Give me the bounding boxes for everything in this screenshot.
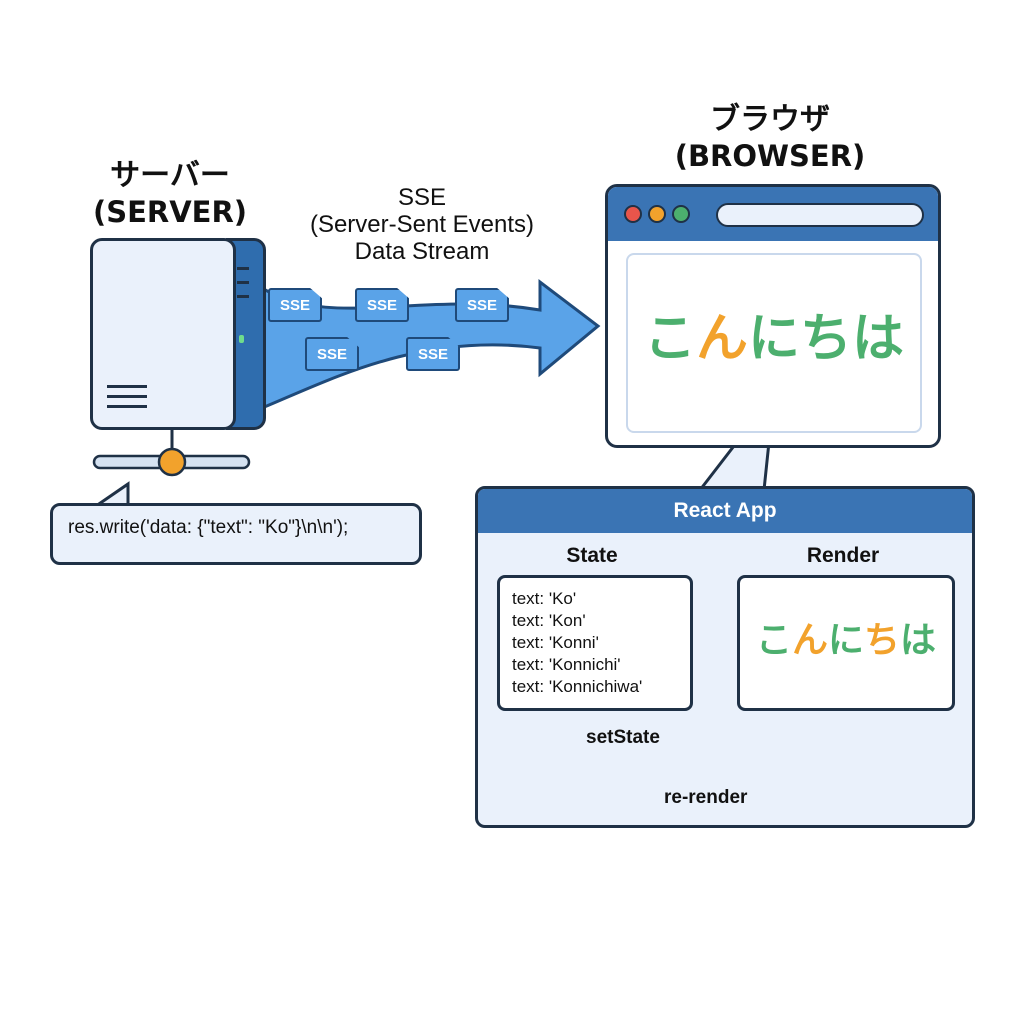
render-greeting-char: こ <box>755 620 792 661</box>
state-line: text: 'Kon' <box>512 611 586 630</box>
browser-title-jp: ブラウザ <box>710 102 830 137</box>
sse-packet: SSE <box>455 288 509 322</box>
render-greeting-char: ん <box>791 620 828 661</box>
server-led-icon <box>239 335 244 343</box>
sse-packet: SSE <box>406 337 460 371</box>
maximize-dot-icon[interactable] <box>672 205 690 223</box>
address-bar[interactable] <box>716 203 924 227</box>
rerender-label: re-render <box>664 787 748 808</box>
state-line: text: 'Konnichi' <box>512 655 621 674</box>
setstate-label: setState <box>586 727 660 748</box>
greeting-char: こ <box>643 309 696 369</box>
state-line: text: 'Konnichiwa' <box>512 677 643 696</box>
render-greeting-char: ち <box>864 620 901 661</box>
render-greeting-char: は <box>900 620 937 661</box>
greeting-char: に <box>747 309 800 369</box>
render-greeting: こんにちは <box>740 618 952 664</box>
stream-title-line3: Data Stream <box>354 238 490 265</box>
server-node-dot <box>157 447 187 477</box>
state-line: text: 'Konni' <box>512 633 599 652</box>
server-code: res.write('data: {"text": "Ko"}\n\n'); <box>68 517 349 538</box>
render-label: Render <box>806 544 880 567</box>
code-bubble <box>50 503 422 565</box>
state-lines: text: 'Ko' text: 'Kon' text: 'Konni' tex… <box>512 588 642 698</box>
state-box: text: 'Ko' text: 'Kon' text: 'Konni' tex… <box>497 575 693 711</box>
close-dot-icon[interactable] <box>624 205 642 223</box>
server-title-jp: サーバー <box>110 158 230 193</box>
stream-title-line2: (Server-Sent Events) <box>309 211 535 238</box>
browser-window: こんにちは <box>605 184 941 448</box>
browser-title-en: (BROWSER) <box>674 139 866 173</box>
state-line: text: 'Ko' <box>512 589 577 608</box>
sse-packet: SSE <box>355 288 409 322</box>
server-icon <box>90 238 236 430</box>
render-box: こんにちは <box>737 575 955 711</box>
stream-title-line1: SSE <box>397 184 447 211</box>
react-app-title: React App <box>673 499 777 522</box>
greeting-char: は <box>852 309 905 369</box>
greeting-char: ち <box>800 309 853 369</box>
render-greeting-char: に <box>827 620 864 661</box>
server-title-en: (SERVER) <box>92 195 248 229</box>
minimize-dot-icon[interactable] <box>648 205 666 223</box>
browser-content: こんにちは <box>626 253 922 433</box>
sse-packet: SSE <box>305 337 359 371</box>
state-label: State <box>566 544 618 567</box>
greeting-char: ん <box>695 309 748 369</box>
stream-title: SSE (Server-Sent Events) Data Stream <box>272 184 572 265</box>
sse-packet: SSE <box>268 288 322 322</box>
browser-greeting: こんにちは <box>638 307 910 371</box>
react-app-header <box>478 489 972 533</box>
